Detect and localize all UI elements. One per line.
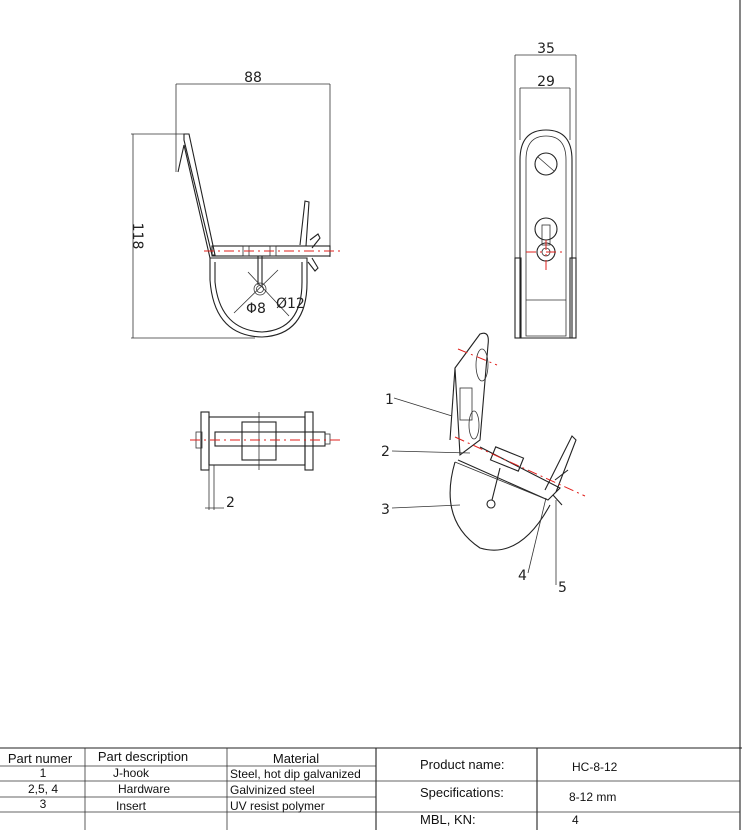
thickness-dimension: 2	[226, 495, 235, 511]
spec-table: Product name: HC-8-12 Specifications: 8-…	[376, 748, 740, 830]
side-view: 35 29	[514, 41, 577, 339]
callout-1: 1	[385, 392, 394, 408]
isometric-view	[449, 332, 586, 551]
inner-width-dimension: 29	[537, 74, 555, 90]
header-part-description: Part description	[98, 749, 188, 764]
product-name-label: Product name:	[420, 757, 505, 772]
outer-width-dimension: 35	[537, 41, 555, 57]
mbl-value: 4	[572, 813, 579, 827]
top-view: 2	[190, 411, 342, 511]
callouts: 1 2 3 4 5	[381, 392, 567, 596]
header-part-number: Part numer	[8, 751, 73, 766]
part-number: 2,5, 4	[28, 782, 58, 796]
specifications-label: Specifications:	[420, 785, 504, 800]
header-material: Material	[273, 751, 319, 766]
width-dimension: 88	[244, 70, 262, 86]
callout-3: 3	[381, 502, 390, 518]
part-description: Insert	[116, 799, 147, 813]
outer-diameter-label: Ø12	[276, 296, 305, 312]
part-description: J-hook	[113, 766, 150, 780]
inner-diameter-label: Φ8	[246, 301, 266, 317]
part-material: UV resist polymer	[230, 799, 325, 813]
mbl-label: MBL, KN:	[420, 812, 476, 827]
callout-5: 5	[558, 580, 567, 596]
front-view: 88 118 Φ8 Ø12	[129, 70, 342, 339]
callout-4: 4	[518, 568, 527, 584]
product-name-value: HC-8-12	[572, 760, 618, 774]
height-dimension: 118	[129, 223, 145, 250]
part-number: 3	[40, 797, 47, 811]
part-number: 1	[40, 766, 47, 780]
part-description: Hardware	[118, 782, 170, 796]
callout-2: 2	[381, 444, 390, 460]
part-material: Steel, hot dip galvanized	[230, 767, 361, 781]
part-material: Galvinized steel	[230, 783, 315, 797]
specifications-value: 8-12 mm	[569, 790, 616, 804]
